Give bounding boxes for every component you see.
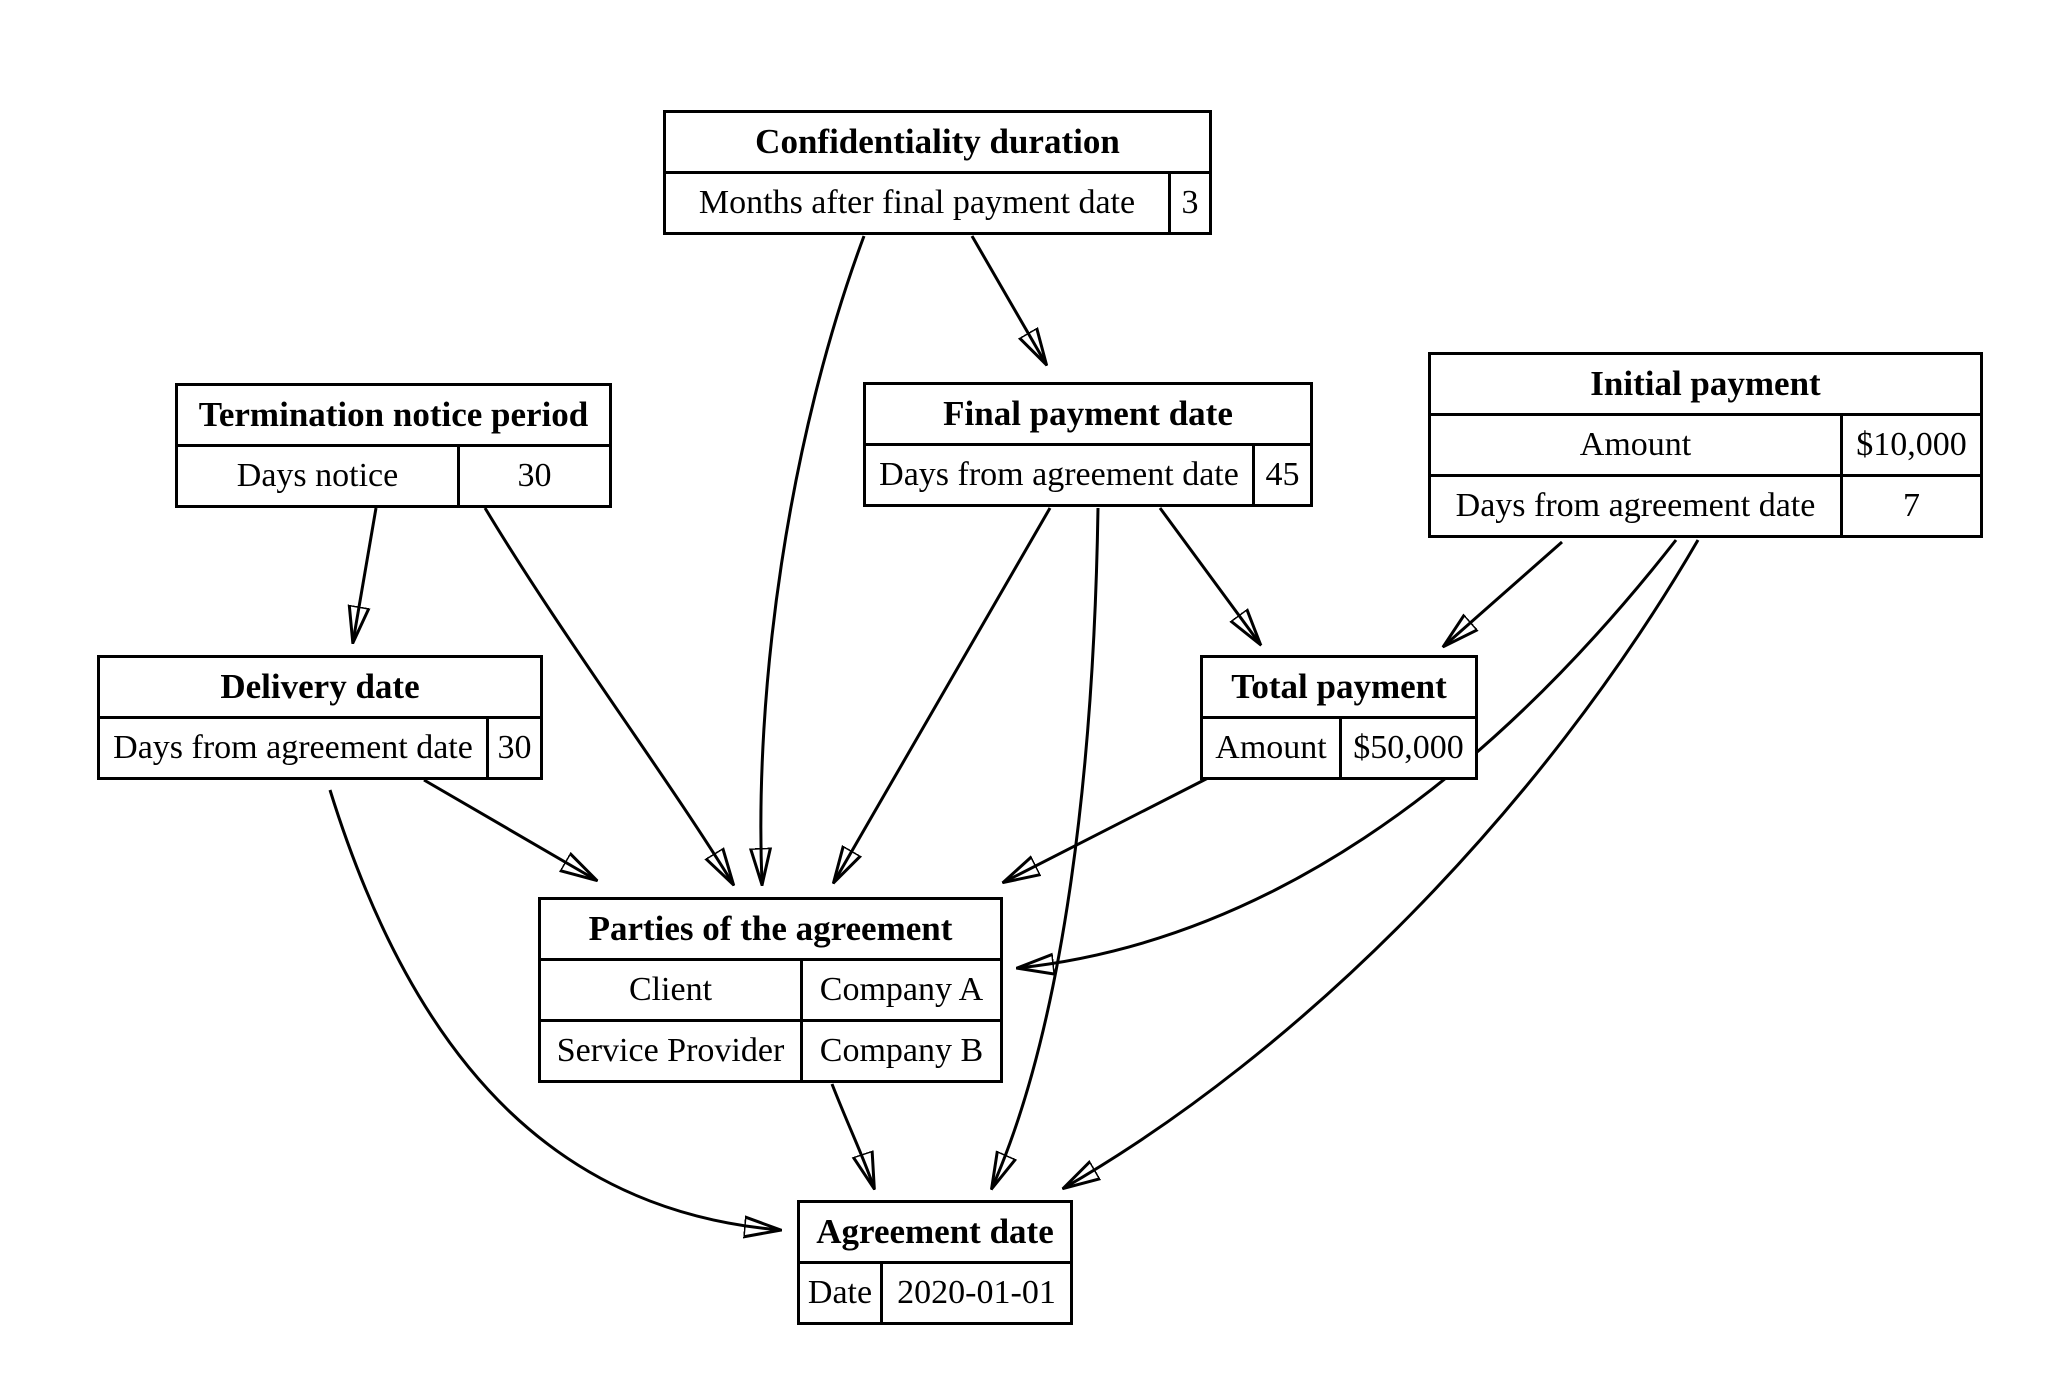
node-final-payment-date: Final payment date Days from agreement d… xyxy=(863,382,1313,507)
row-value: 7 xyxy=(1840,477,1980,535)
row-label: Amount xyxy=(1215,729,1327,766)
row-label: Days from agreement date xyxy=(113,729,473,766)
edge-total-payment-to-parties xyxy=(1004,776,1209,882)
table-row: Days from agreement date 30 xyxy=(100,716,540,777)
table-row: Service Provider Company B xyxy=(541,1019,1000,1080)
edge-confidentiality-to-parties xyxy=(761,235,866,884)
table-row: Days from agreement date 45 xyxy=(866,443,1310,504)
node-delivery-date: Delivery date Days from agreement date 3… xyxy=(97,655,543,780)
row-label: Client xyxy=(628,971,713,1008)
edge-final-payment-to-total-payment xyxy=(1158,507,1260,644)
node-title: Total payment xyxy=(1231,667,1447,706)
node-title: Final payment date xyxy=(943,394,1233,433)
node-agreement-date: Agreement date Date 2020-01-01 xyxy=(797,1200,1073,1325)
node-parties-of-the-agreement: Parties of the agreement Client Company … xyxy=(538,897,1003,1083)
row-label: Date xyxy=(807,1274,873,1311)
edge-final-payment-to-agreement xyxy=(992,507,1100,1188)
row-label: Service Provider xyxy=(556,1032,785,1069)
node-title: Termination notice period xyxy=(198,395,589,434)
row-label: Months after final payment date xyxy=(698,184,1136,221)
node-title: Delivery date xyxy=(220,667,420,706)
row-value: 30 xyxy=(486,719,540,777)
row-label: Amount xyxy=(1579,426,1692,463)
row-value: 3 xyxy=(1168,174,1209,232)
table-row: Days from agreement date 7 xyxy=(1431,474,1980,535)
node-title: Initial payment xyxy=(1590,364,1821,403)
edge-confidentiality-to-final-payment xyxy=(970,235,1046,364)
table-row: Amount $50,000 xyxy=(1203,716,1475,777)
table-row: Client Company A xyxy=(541,958,1000,1019)
edge-final-payment-to-parties xyxy=(834,507,1052,882)
row-value: $50,000 xyxy=(1339,719,1475,777)
row-value: Company A xyxy=(800,961,1000,1019)
node-title: Parties of the agreement xyxy=(588,909,953,948)
edge-delivery-to-parties xyxy=(423,778,596,880)
edge-parties-to-agreement xyxy=(830,1083,874,1188)
row-label: Days from agreement date xyxy=(1455,487,1816,524)
edge-initial-payment-to-total-payment xyxy=(1444,540,1563,646)
table-row: Days notice 30 xyxy=(178,444,609,505)
row-label: Days notice xyxy=(236,457,399,494)
edge-delivery-to-agreement xyxy=(328,789,780,1230)
node-title: Agreement date xyxy=(816,1212,1054,1251)
row-value: 45 xyxy=(1252,446,1310,504)
table-row: Amount $10,000 xyxy=(1431,413,1980,474)
edge-termination-to-parties xyxy=(483,507,733,884)
edge-termination-to-delivery xyxy=(353,507,378,642)
node-total-payment: Total payment Amount $50,000 xyxy=(1200,655,1478,780)
row-value: 30 xyxy=(457,447,609,505)
edge-initial-payment-to-agreement xyxy=(1064,539,1700,1188)
node-termination-notice-period: Termination notice period Days notice 30 xyxy=(175,383,612,508)
row-label: Days from agreement date xyxy=(879,456,1239,493)
node-confidentiality-duration: Confidentiality duration Months after fi… xyxy=(663,110,1212,235)
node-title: Confidentiality duration xyxy=(755,122,1120,161)
node-initial-payment: Initial payment Amount $10,000 Days from… xyxy=(1428,352,1983,538)
table-row: Date 2020-01-01 xyxy=(800,1261,1070,1322)
edge-initial-payment-to-parties xyxy=(1018,539,1678,968)
row-value: Company B xyxy=(800,1022,1000,1080)
table-row: Months after final payment date 3 xyxy=(666,171,1209,232)
row-value: $10,000 xyxy=(1840,416,1980,474)
row-value: 2020-01-01 xyxy=(880,1264,1070,1322)
